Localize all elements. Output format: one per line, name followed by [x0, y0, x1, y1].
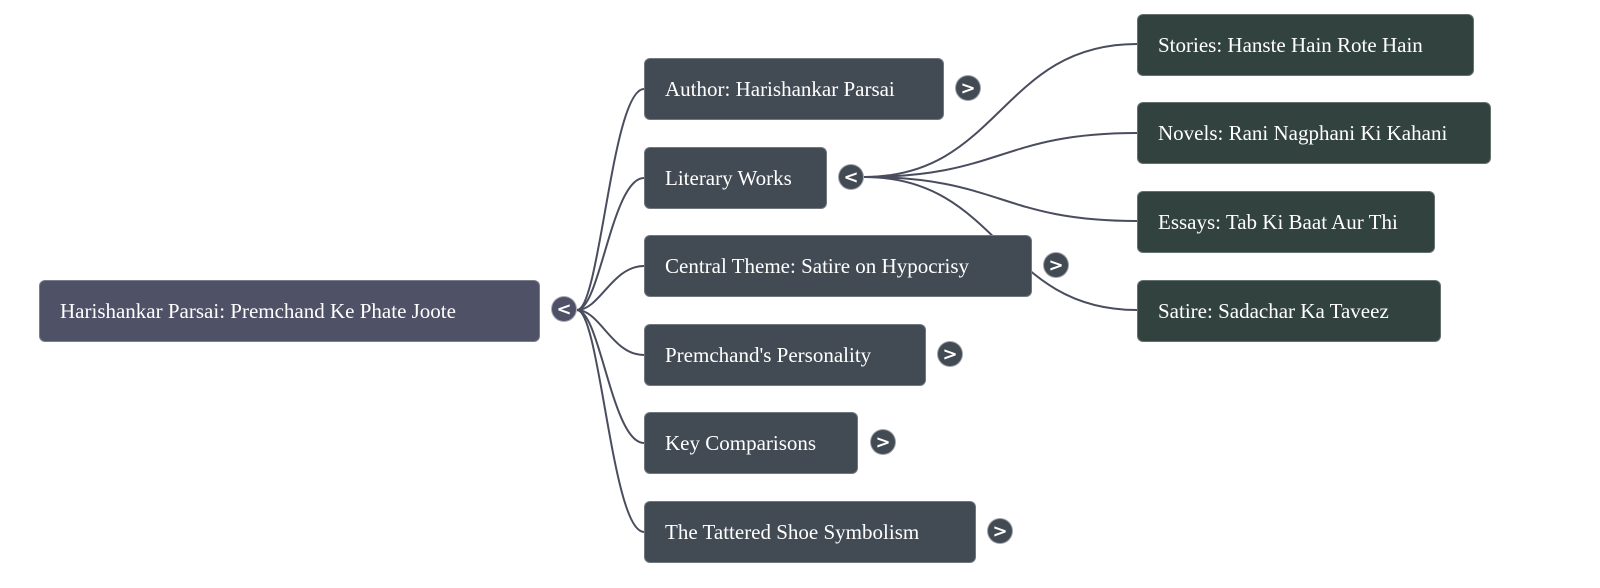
link-literary-works-to-leaf-1	[863, 132, 1138, 178]
branch-premchands-personality-expand-toggle[interactable]: >	[937, 341, 963, 367]
branch-key-comparisons[interactable]: Key Comparisons	[644, 412, 858, 474]
branch-label: Central Theme: Satire on Hypocrisy	[665, 253, 970, 278]
leaf-essays[interactable]: Essays: Tab Ki Baat Aur Thi	[1137, 191, 1435, 253]
link-root-to-branch-4	[576, 309, 645, 444]
leaf-stories[interactable]: Stories: Hanste Hain Rote Hain	[1137, 14, 1474, 76]
branch-central-theme[interactable]: Central Theme: Satire on Hypocrisy	[644, 235, 1032, 297]
branch-label: Author: Harishankar Parsai	[665, 76, 895, 101]
leaf-satire[interactable]: Satire: Sadachar Ka Taveez	[1137, 280, 1441, 342]
chevron-left-icon: <	[556, 298, 572, 320]
link-root-to-branch-2	[576, 265, 645, 311]
chevron-right-icon: >	[992, 520, 1008, 542]
branch-tattered-shoe-expand-toggle[interactable]: >	[987, 518, 1013, 544]
link-literary-works-to-leaf-0	[863, 43, 1138, 178]
branch-label: Key Comparisons	[665, 430, 817, 455]
link-root-to-branch-0	[576, 88, 645, 311]
chevron-right-icon: >	[942, 343, 958, 365]
leaf-label: Novels: Rani Nagphani Ki Kahani	[1158, 120, 1448, 145]
link-literary-works-to-leaf-2	[863, 176, 1138, 222]
link-root-to-branch-1	[576, 177, 645, 311]
branch-label: Literary Works	[665, 165, 792, 190]
branch-label: The Tattered Shoe Symbolism	[665, 519, 920, 544]
chevron-left-icon: <	[843, 166, 859, 188]
branch-literary-works-collapse-toggle[interactable]: <	[838, 164, 864, 190]
branch-premchands-personality[interactable]: Premchand's Personality	[644, 324, 926, 386]
chevron-right-icon: >	[1048, 254, 1064, 276]
branch-author[interactable]: Author: Harishankar Parsai	[644, 58, 944, 120]
leaf-novels[interactable]: Novels: Rani Nagphani Ki Kahani	[1137, 102, 1491, 164]
root-label: Harishankar Parsai: Premchand Ke Phate J…	[60, 298, 456, 323]
leaf-label: Satire: Sadachar Ka Taveez	[1158, 298, 1389, 323]
root-node[interactable]: Harishankar Parsai: Premchand Ke Phate J…	[39, 280, 540, 342]
chevron-right-icon: >	[960, 77, 976, 99]
chevron-right-icon: >	[875, 431, 891, 453]
branch-tattered-shoe-symbolism[interactable]: The Tattered Shoe Symbolism	[644, 501, 976, 563]
branch-author-expand-toggle[interactable]: >	[955, 75, 981, 101]
link-root-to-branch-5	[576, 309, 645, 533]
branch-label: Premchand's Personality	[665, 342, 872, 367]
root-collapse-toggle[interactable]: <	[551, 296, 577, 322]
branch-central-theme-expand-toggle[interactable]: >	[1043, 252, 1069, 278]
branch-literary-works[interactable]: Literary Works	[644, 147, 827, 209]
branch-key-comparisons-expand-toggle[interactable]: >	[870, 429, 896, 455]
leaf-label: Stories: Hanste Hain Rote Hain	[1158, 32, 1423, 57]
link-root-to-branch-3	[576, 309, 645, 356]
leaf-label: Essays: Tab Ki Baat Aur Thi	[1158, 209, 1398, 234]
